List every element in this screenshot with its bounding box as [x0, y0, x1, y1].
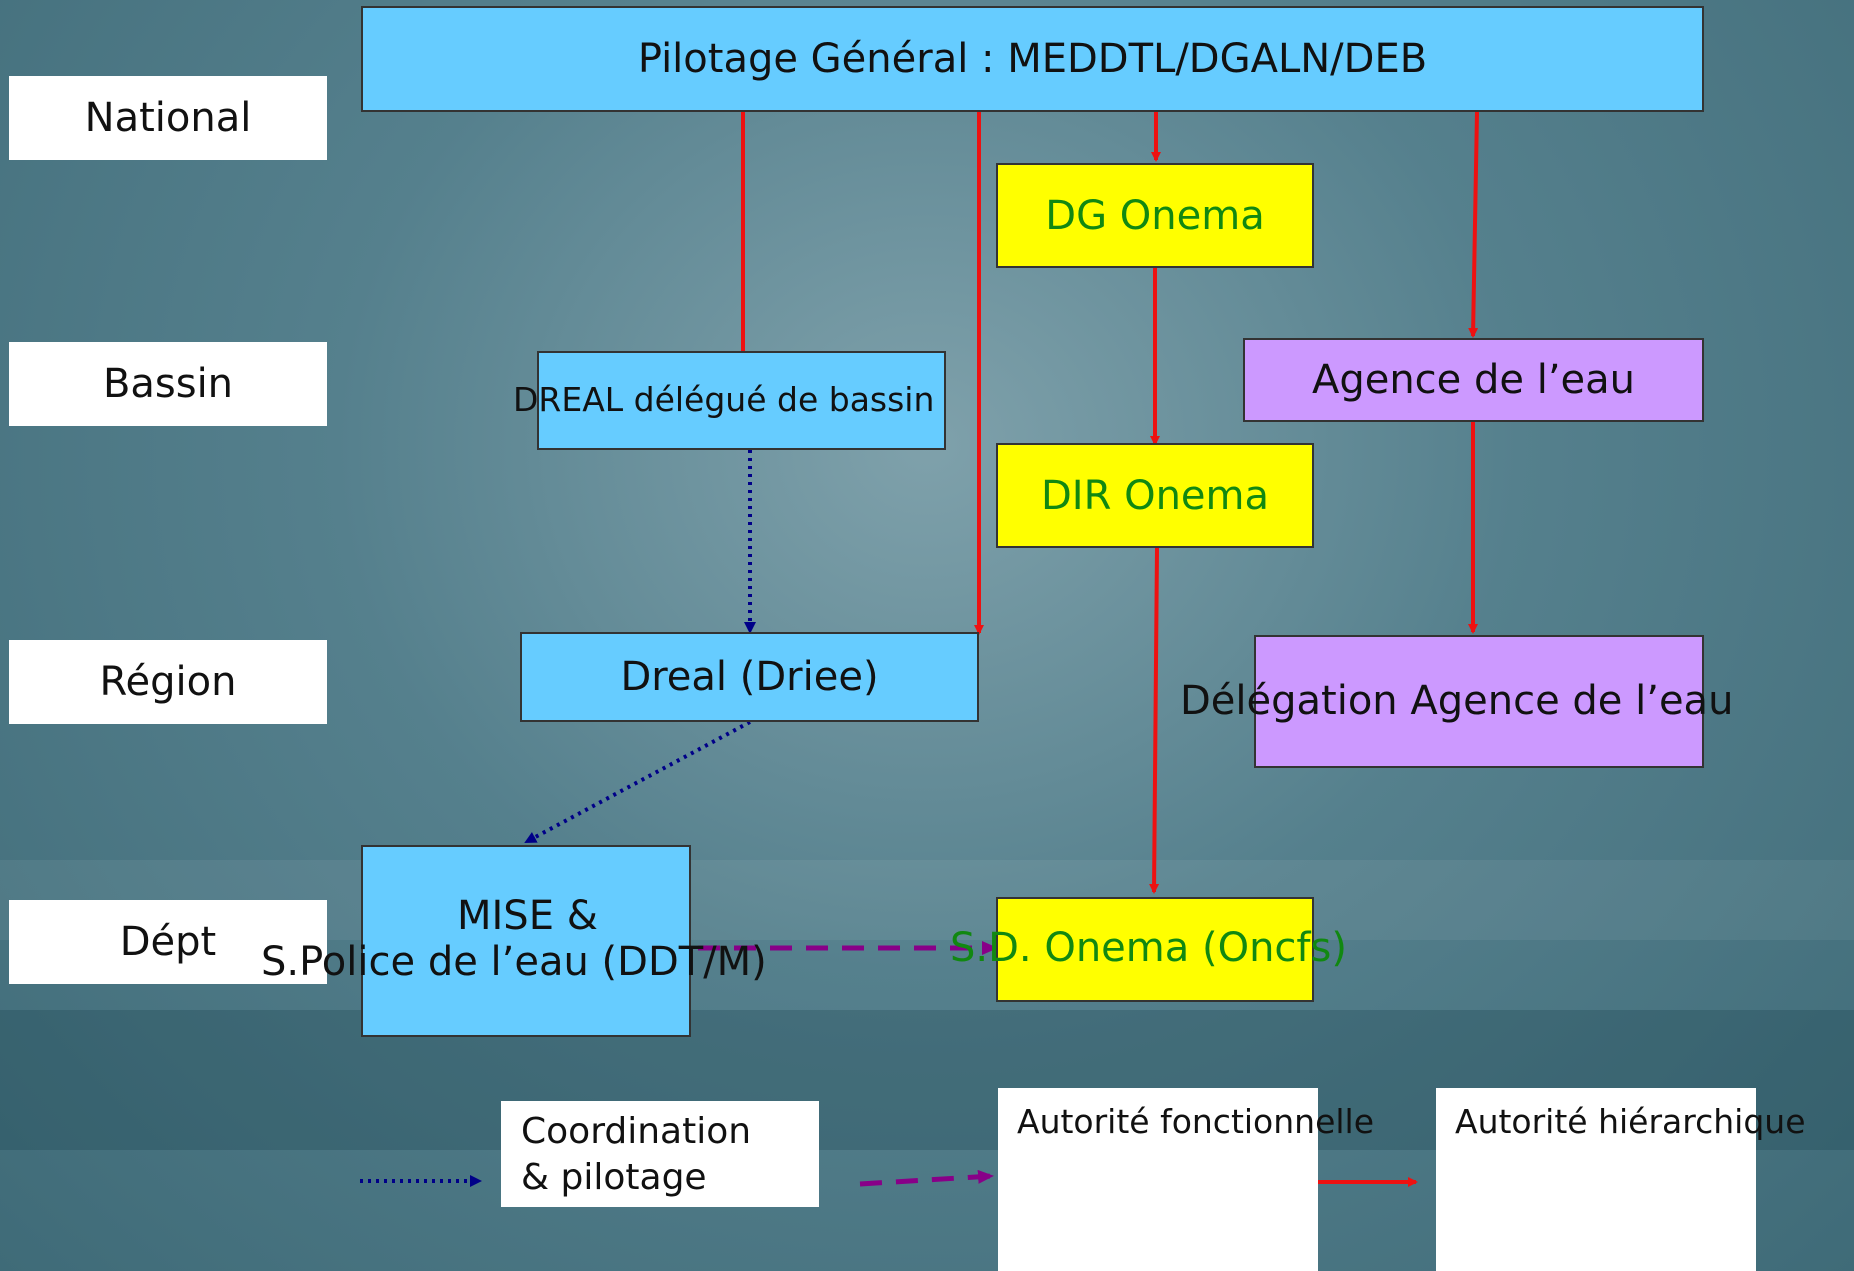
node-delegation-agence-eau-label: Délégation Agence de l’eau [1180, 678, 1734, 724]
node-dreal-delegue-bassin [537, 351, 946, 450]
link-pilotage-agence [1468, 111, 1479, 338]
level-region: Région [9, 640, 327, 724]
node-delegation-agence-eau [1254, 635, 1704, 768]
legend-fonctionnelle-box [998, 1088, 1318, 1271]
legend-fonctionnelle-sample [859, 1169, 994, 1187]
link-dir-sd-onema [1149, 547, 1160, 894]
node-sd-onema-label: S.D. Onema (Oncfs) [950, 925, 1347, 971]
node-dir-onema: DIR Onema [996, 443, 1314, 548]
legend-fonctionnelle-label: Autorité fonctionnelle [1017, 1102, 1375, 1141]
legend-hierarchique-box [1436, 1088, 1756, 1271]
legend-coordination-line2: & pilotage [521, 1157, 707, 1198]
node-pilotage-label: Pilotage Général : MEDDTL/DGALN/DEB [637, 36, 1428, 82]
level-dept: Dépt [9, 900, 327, 984]
legend-hierarchique-label: Autorité hiérarchique [1455, 1102, 1806, 1141]
link-driee-mise-coordination [524, 720, 751, 844]
node-dg-onema: DG Onema [996, 163, 1314, 268]
node-mise [361, 845, 691, 1037]
legend-coordination-box [501, 1101, 819, 1207]
legend-coordination-line1: Coordination [521, 1111, 752, 1152]
node-dreal-delegue-bassin-label: DREAL délégué de bassin [513, 380, 935, 419]
node-sd-onema [996, 897, 1314, 1002]
node-mise-label-line1: MISE & [457, 893, 598, 939]
level-national: National [9, 76, 327, 160]
level-bassin: Bassin [9, 342, 327, 426]
node-pilotage-general: Pilotage Général : MEDDTL/DGALN/DEB [361, 6, 1704, 112]
node-dreal-driee: Dreal (Driee) [520, 632, 979, 722]
node-mise-label-line2: S.Police de l’eau (DDT/M) [261, 939, 767, 985]
node-agence-eau: Agence de l’eau [1243, 338, 1704, 422]
